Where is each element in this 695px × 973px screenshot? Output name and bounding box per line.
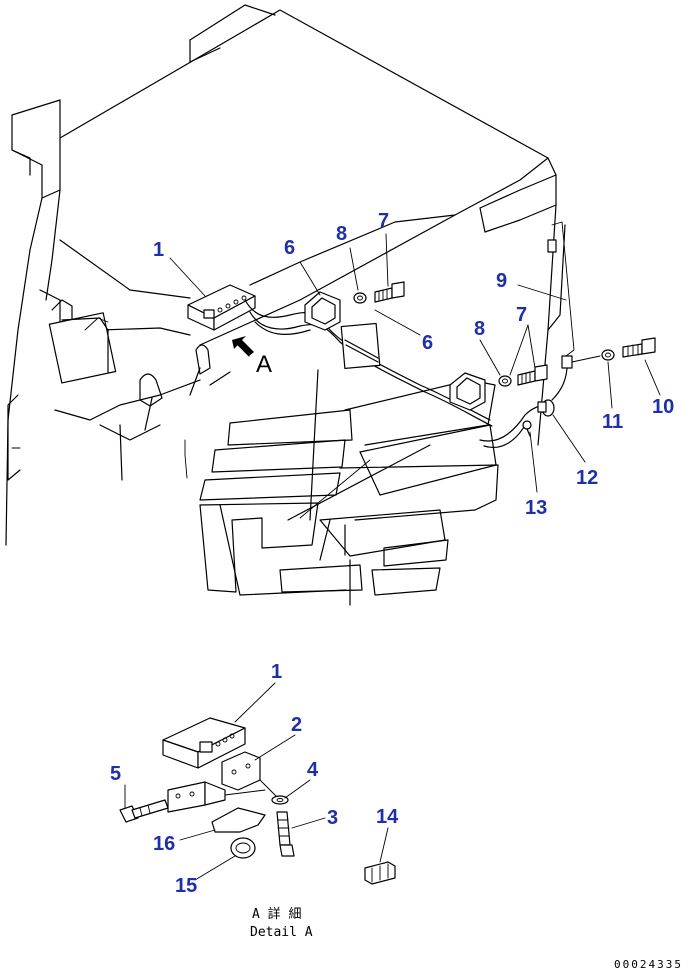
- bolt-10: [622, 337, 656, 358]
- connector-6-left: [304, 291, 341, 331]
- detail-callout-labels: 1 2 4 5 3 16 15 14: [110, 661, 399, 897]
- callout-6: 6: [284, 237, 295, 259]
- callout-8: 8: [336, 223, 347, 245]
- callout-10: 10: [652, 396, 674, 418]
- detail-title-en: Detail A: [250, 925, 313, 940]
- detail-callout-5: 5: [110, 763, 121, 785]
- view-arrow: [232, 336, 254, 357]
- controller-unit: [187, 284, 256, 331]
- detail-callout-3: 3: [327, 807, 338, 829]
- callout-8b: 8: [474, 318, 485, 340]
- leader-lines-main: [169, 233, 661, 493]
- view-marker: A: [256, 351, 272, 378]
- detail-callout-16: 16: [153, 833, 175, 855]
- detail-callout-2: 2: [291, 714, 302, 736]
- detail-callout-14: 14: [376, 806, 399, 828]
- washer-8-right: [498, 375, 512, 387]
- callout-13: 13: [525, 497, 547, 519]
- detail-a-drawing: [119, 717, 396, 885]
- callout-9: 9: [496, 270, 507, 292]
- washer-11: [601, 349, 615, 361]
- drawing-number: 00024335: [614, 958, 683, 971]
- callout-7: 7: [378, 210, 389, 232]
- callout-labels: 1 6 8 7 9 6 8 7 11 10 12 13: [153, 210, 674, 519]
- detail-callout-1: 1: [271, 661, 282, 683]
- detail-callout-4: 4: [307, 759, 319, 781]
- clip-13: [522, 420, 532, 437]
- callout-11: 11: [602, 411, 623, 433]
- operator-seat: [199, 369, 499, 606]
- cab-structure: [5, 4, 575, 606]
- leader-lines-detail: [124, 682, 389, 881]
- washer-8-left: [353, 292, 367, 304]
- clamp-12: [537, 399, 555, 417]
- bolt-7-left: [374, 281, 405, 303]
- callout-7b: 7: [516, 304, 527, 326]
- callout-1: 1: [153, 239, 164, 261]
- bolt-7-right: [517, 364, 548, 386]
- detail-title-ja: A 詳 細: [252, 906, 301, 922]
- callout-12: 12: [576, 467, 598, 489]
- connector-6-right: [449, 372, 486, 411]
- detail-callout-15: 15: [175, 875, 197, 897]
- wiring-harness: [244, 299, 568, 448]
- callout-6b: 6: [422, 332, 433, 354]
